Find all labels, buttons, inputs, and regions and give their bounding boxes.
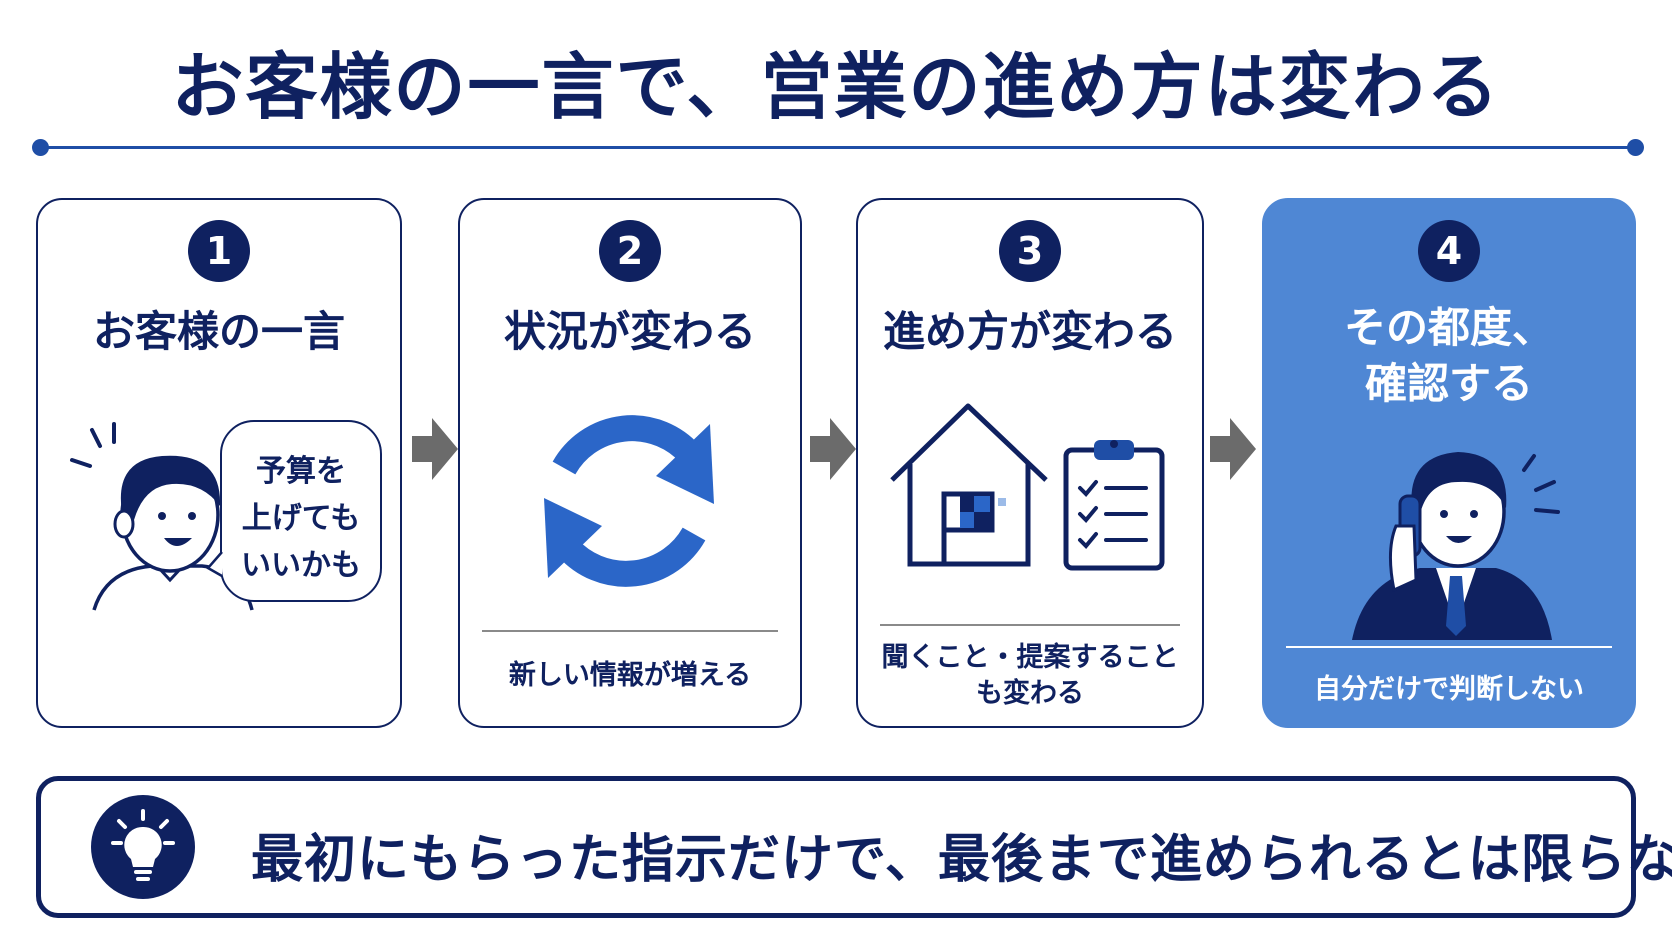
title-line: 確認する xyxy=(1364,359,1533,408)
speech-bubble: 予算を 上げても いいかも xyxy=(220,420,382,602)
step-card-3: 3 進め方が変わる 聞くこと・提案すること も変わる xyxy=(856,198,1204,728)
arrow-right-icon xyxy=(1210,418,1256,480)
caption-line: も変わる xyxy=(976,678,1084,709)
step-caption: 自分だけで判断しない xyxy=(1314,674,1584,705)
step-caption: 新しい情報が増える xyxy=(508,660,752,691)
refresh-cycle-icon xyxy=(544,415,714,587)
step-card-4: 4 その都度、 確認する 自分だけで判断しない xyxy=(1262,198,1636,728)
speech-bubble-tail xyxy=(206,551,223,578)
step-card-2: 2 状況が変わる 新しい情報が増える xyxy=(458,198,802,728)
conclusion-box: 最初にもらった指示だけで、最後まで進められるとは限らない xyxy=(36,776,1672,918)
conclusion-text: 最初にもらった指示だけで、最後まで進められるとは限らない xyxy=(251,830,1672,890)
title-divider xyxy=(40,146,1636,149)
step-number-badge: 4 xyxy=(1418,220,1480,282)
step-caption: 聞くこと・提案すること も変わる xyxy=(858,640,1202,712)
divider-dot-left xyxy=(32,139,49,156)
arrow-right-icon xyxy=(810,418,856,480)
bubble-line: 上げても xyxy=(241,501,361,536)
person-speaking-icon xyxy=(70,422,254,611)
divider-dot-right xyxy=(1627,139,1644,156)
page-title: お客様の一言で、営業の進め方は変わる xyxy=(171,45,1501,129)
card-divider xyxy=(880,624,1180,626)
card-divider xyxy=(482,630,778,632)
caption-line: 聞くこと・提案すること xyxy=(881,642,1179,673)
step-title: お客様の一言 xyxy=(92,307,345,356)
step-title: その都度、 確認する xyxy=(1264,300,1634,412)
step-title: 状況が変わる xyxy=(503,307,756,356)
step-number-badge: 1 xyxy=(188,220,250,282)
house-icon xyxy=(890,403,1048,567)
step-number-badge: 3 xyxy=(999,220,1061,282)
checklist-icon xyxy=(1063,440,1165,571)
lightbulb-icon xyxy=(111,809,175,881)
title-line: その都度、 xyxy=(1343,303,1554,352)
step-number-badge: 2 xyxy=(599,220,661,282)
card-divider xyxy=(1286,646,1612,648)
arrow-right-icon xyxy=(412,418,458,480)
step-title: 進め方が変わる xyxy=(882,307,1177,356)
bubble-line: いいかも xyxy=(241,548,361,583)
lightbulb-badge xyxy=(91,795,195,899)
step-card-1: 1 お客様の一言 予算を 上げても いいかも xyxy=(36,198,402,728)
bubble-line: 予算を xyxy=(256,454,346,489)
businessman-phone-icon xyxy=(1352,452,1560,640)
